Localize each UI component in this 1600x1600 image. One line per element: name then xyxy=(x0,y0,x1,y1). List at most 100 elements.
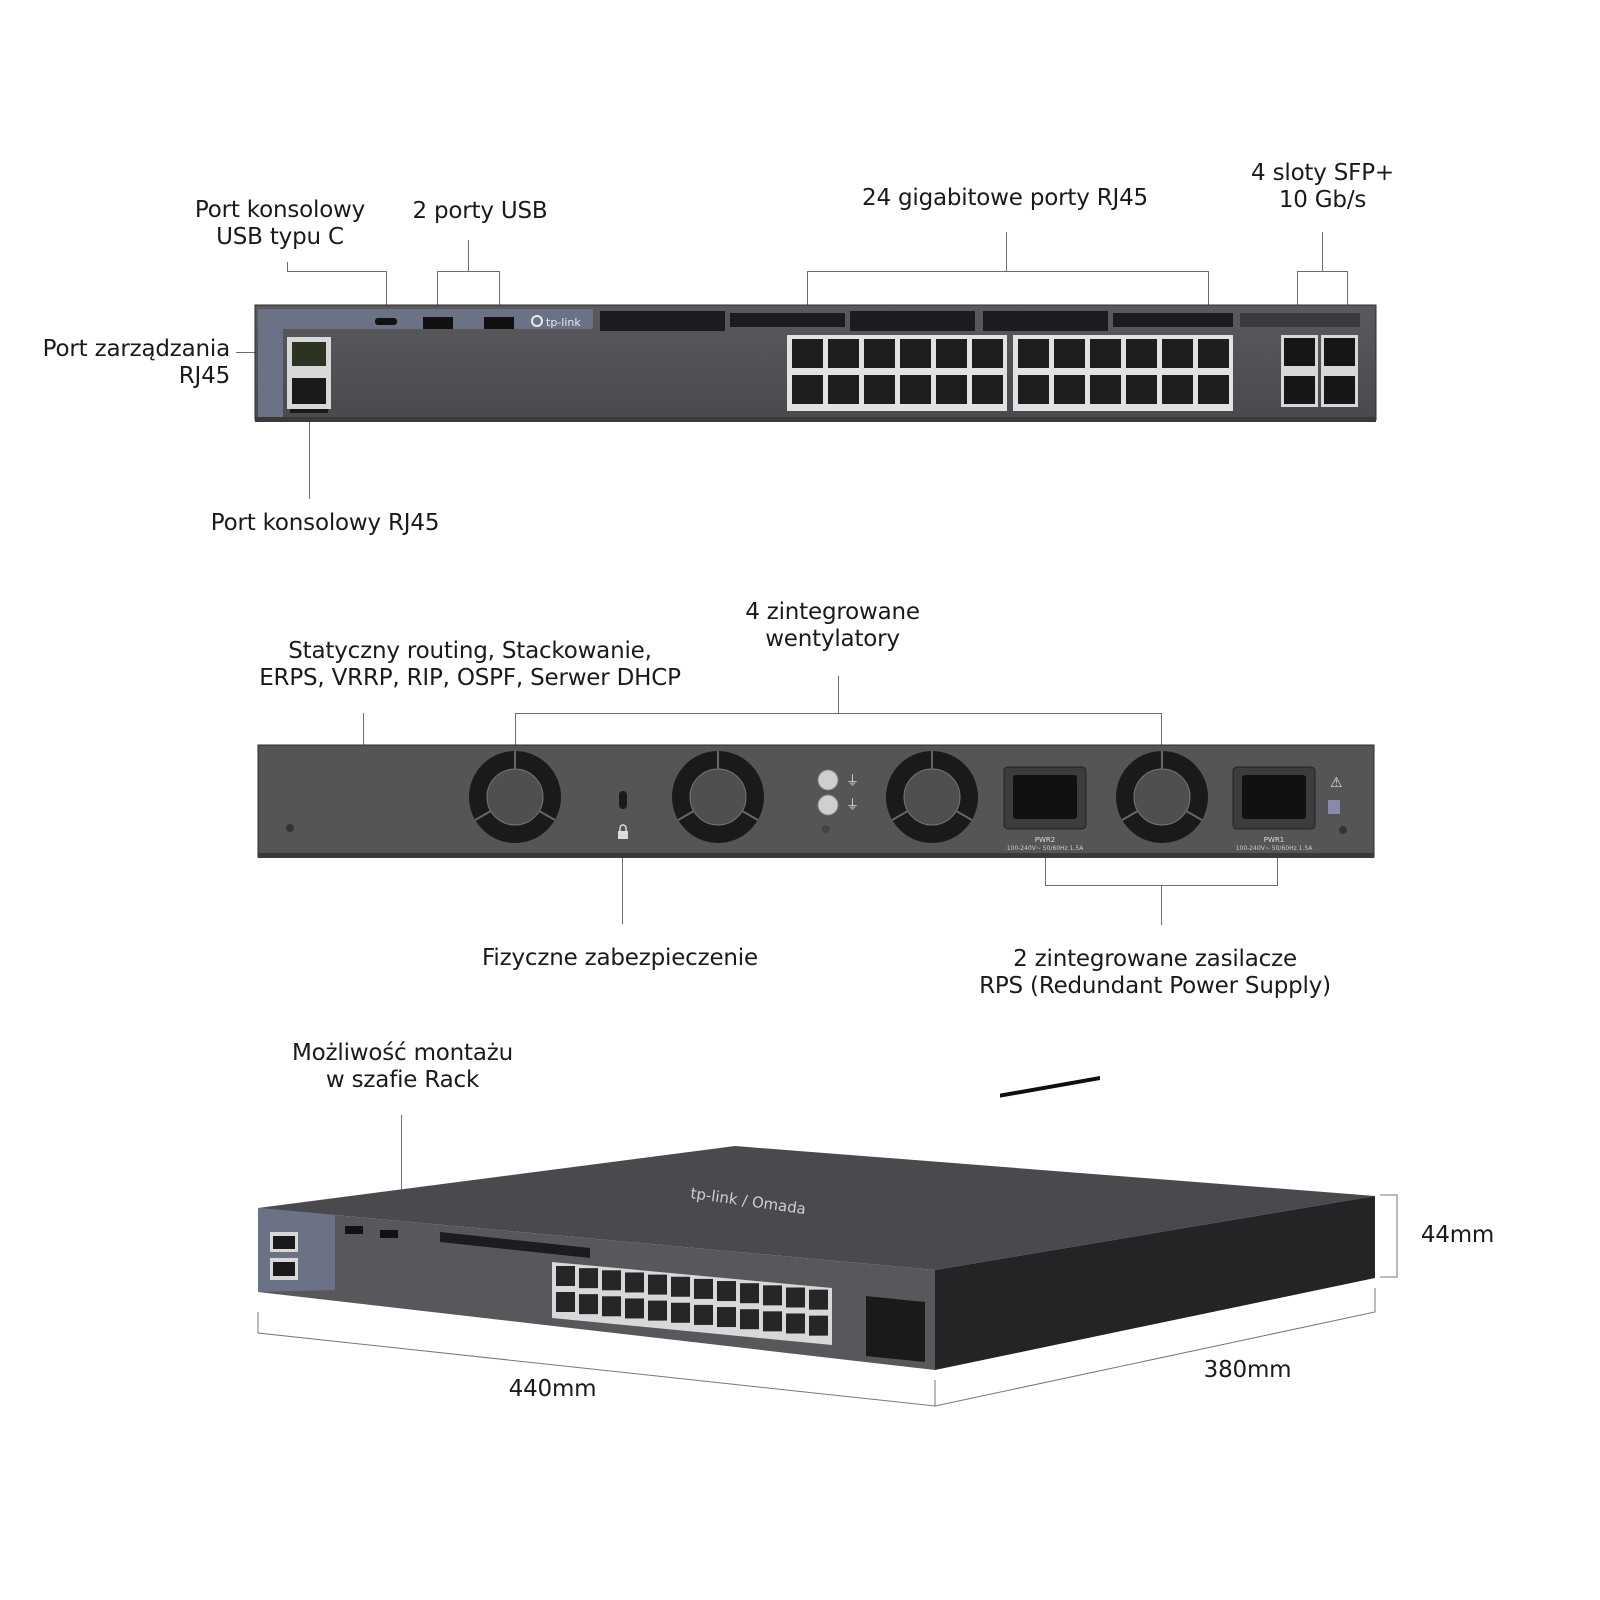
label-rj45-console: Port konsolowy RJ45 xyxy=(195,510,455,537)
sfp-slot xyxy=(1284,338,1315,366)
leader-psu xyxy=(1161,885,1162,925)
leader-usb xyxy=(468,240,469,271)
label-rack: Możliwość montażu w szafie Rack xyxy=(280,1040,525,1094)
rj45-port xyxy=(1126,375,1157,404)
fan-strut xyxy=(955,810,973,821)
label-line: wentylatory xyxy=(765,626,900,652)
label-line: w szafie Rack xyxy=(325,1067,480,1093)
label-mgmt-port: Port zarządzania RJ45 xyxy=(20,336,231,390)
iso-rj45-port xyxy=(740,1309,759,1330)
label-line: Możliwość montażu xyxy=(291,1040,513,1066)
rj45-port xyxy=(792,375,823,404)
iso-rj45-port xyxy=(809,1315,828,1336)
vents xyxy=(600,311,1360,331)
leader-console xyxy=(309,395,310,499)
label-psu: 2 zintegrowane zasilacze RPS (Redundant … xyxy=(975,946,1335,1000)
iso-rj45-port xyxy=(786,1287,805,1308)
fan-hub xyxy=(1133,768,1191,826)
switch-front-view: tp-link xyxy=(254,304,1377,422)
iso-rj45-port xyxy=(671,1302,690,1323)
leader-sfp xyxy=(1347,271,1348,313)
fan-strut xyxy=(677,810,695,821)
leader-rj45 xyxy=(1006,232,1007,271)
rj45-group xyxy=(787,335,1007,411)
ground-icon: ⏚ xyxy=(846,774,859,789)
fan-strut xyxy=(1121,810,1139,821)
label-features: Statyczny routing, Stackowanie, ERPS, VR… xyxy=(245,638,695,692)
label-line: 4 sloty SFP+ xyxy=(1251,160,1394,186)
iso-rj45-port xyxy=(694,1278,713,1299)
rj45-port xyxy=(864,375,895,404)
psu-socket xyxy=(1013,775,1077,819)
leader-usb-c xyxy=(287,262,288,272)
fan-hub xyxy=(903,768,961,826)
fan-strut xyxy=(891,810,909,821)
rj45-port xyxy=(1018,375,1049,404)
iso-rj45-port xyxy=(625,1298,644,1319)
rj45-port xyxy=(1090,339,1121,368)
iso-rj45-port xyxy=(809,1289,828,1310)
label-line: Port zarządzania xyxy=(42,336,231,362)
sfp-slot-block xyxy=(1281,335,1358,407)
rj45-group xyxy=(1013,335,1233,411)
leader-sfp xyxy=(1322,232,1323,271)
fan-strut xyxy=(538,810,556,821)
label-line: 2 zintegrowane zasilacze xyxy=(1013,946,1297,972)
psu-rating: 100-240V~ 50/60Hz 1.5A xyxy=(1007,845,1085,852)
label-sfp-slots: 4 sloty SFP+ 10 Gb/s xyxy=(1240,160,1405,214)
psu-rating: 100-240V~ 50/60Hz 1.5A xyxy=(1236,845,1314,852)
iso-rj45-port xyxy=(694,1304,713,1325)
fan-strut xyxy=(1185,810,1203,821)
leader-usb xyxy=(437,271,438,317)
leader-rj45 xyxy=(1208,271,1209,313)
rj45-port xyxy=(1198,375,1229,404)
screw xyxy=(1339,826,1347,834)
label-line: Port konsolowy RJ45 xyxy=(210,510,440,536)
iso-rj45-port xyxy=(556,1292,575,1312)
fan-hub xyxy=(689,768,747,826)
label-line: Fizyczne zabezpieczenie xyxy=(482,945,758,971)
sfp-slot xyxy=(1324,338,1355,366)
side-vent xyxy=(1000,1076,1100,1098)
usb-port-2 xyxy=(484,317,514,329)
label-line: RPS (Redundant Power Supply) xyxy=(979,973,1331,999)
chassis-top xyxy=(258,1146,1375,1270)
logo-text: tp-link xyxy=(546,316,581,329)
iso-rj45-port xyxy=(602,1296,621,1317)
iso-rj45-port xyxy=(717,1281,736,1302)
rj45-port xyxy=(828,339,859,368)
kensington-lock-slot xyxy=(619,791,627,809)
iso-rj45-port xyxy=(763,1311,782,1332)
lock-icon xyxy=(618,824,628,839)
iso-rj45-port xyxy=(648,1300,667,1321)
dim-depth xyxy=(934,1288,1376,1407)
iso-rj45-port xyxy=(556,1266,575,1286)
leader-security xyxy=(622,848,623,924)
label-line: Statyczny routing, Stackowanie, xyxy=(288,638,652,664)
leader-usb-c xyxy=(386,271,387,317)
rj45-port xyxy=(792,339,823,368)
leader-rack xyxy=(401,1115,402,1190)
label-line: ERPS, VRRP, RIP, OSPF, Serwer DHCP xyxy=(259,665,681,691)
iso-sfp-block xyxy=(866,1296,925,1362)
iso-rj45-port xyxy=(602,1270,621,1291)
rj45-port xyxy=(864,339,895,368)
rj45-port xyxy=(900,375,931,404)
psu-name: PWR2 xyxy=(1035,836,1055,844)
label-usb-ports: 2 porty USB xyxy=(395,198,565,225)
leader-usb-c xyxy=(287,271,386,272)
switch-isometric-view: tp-link / Omada xyxy=(257,1076,1398,1407)
dim-height-label: 44mm xyxy=(1420,1222,1495,1248)
label-usb-c-console: Port konsolowy USB typu C xyxy=(180,197,380,251)
rj45-port xyxy=(1126,339,1157,368)
leader-usb xyxy=(437,271,500,272)
iso-rj45-port xyxy=(717,1307,736,1328)
iso-rj45-block xyxy=(552,1262,832,1345)
usb-c-port xyxy=(375,318,397,325)
dim-width-label: 440mm xyxy=(508,1376,597,1402)
dim-depth-label: 380mm xyxy=(1203,1357,1292,1383)
iso-rj45-port xyxy=(648,1274,667,1295)
iso-rj45-port xyxy=(579,1268,598,1289)
label-line: 24 gigabitowe porty RJ45 xyxy=(862,185,1148,211)
